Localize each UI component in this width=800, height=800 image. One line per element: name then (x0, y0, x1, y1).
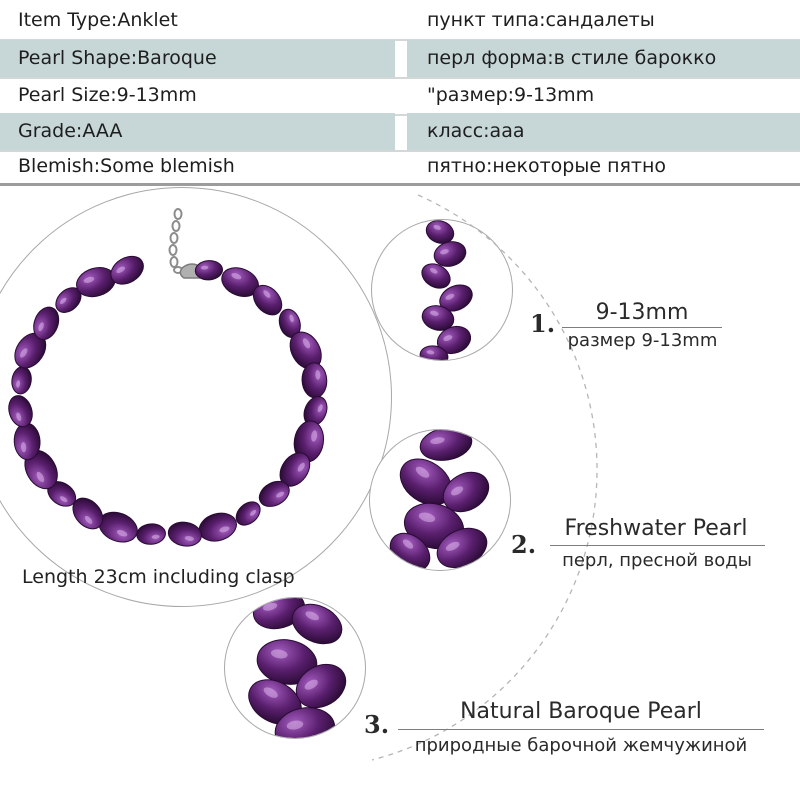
length-caption: Length 23cm including clasp (22, 566, 295, 588)
baroque-pearl-icon (433, 241, 467, 267)
feature-title: Natural Baroque Pearl (460, 699, 702, 724)
spec-pearl-size-ru: "размер:9-13mm (427, 84, 595, 106)
feature-divider (550, 545, 765, 546)
baroque-pearl-icon (274, 707, 336, 738)
spec-pearl-shape-ru: перл форма:в стиле барокко (407, 40, 800, 77)
feature-subtitle: природные барочной жемчужиной (414, 735, 748, 756)
spec-table: Item Type:Anklet пункт типа:сандалеты Pe… (0, 0, 800, 186)
spec-row-grade: Grade:AAA класс:aaa (0, 113, 800, 152)
baroque-pearl-icon (439, 284, 473, 312)
feature-subtitle: размер 9-13mm (567, 330, 718, 351)
row-divider (0, 114, 800, 116)
baroque-pearl-icon (258, 480, 290, 507)
feature-number: 3. (364, 710, 390, 739)
baroque-pearl-icon (110, 255, 144, 285)
spec-row-pearl-size: Pearl Size:9-13mm "размер:9-13mm (0, 77, 800, 116)
zoom-pearls-size (419, 220, 473, 360)
baroque-pearl-icon (235, 501, 261, 526)
baroque-pearl-icon (47, 481, 77, 507)
bracelet-pearls (8, 255, 328, 547)
row-divider (0, 150, 800, 152)
feature-divider (562, 327, 722, 328)
row-divider (0, 77, 800, 79)
baroque-pearl-icon (72, 497, 104, 530)
baroque-pearl-icon (291, 603, 343, 645)
baroque-pearl-icon (14, 332, 47, 369)
feature-title: 9-13mm (595, 300, 689, 325)
baroque-pearl-icon (421, 305, 455, 331)
feature-number: 2. (511, 530, 537, 559)
baroque-pearl-icon (194, 260, 223, 281)
baroque-pearl-icon (33, 306, 60, 340)
spec-pearl-shape-en: Pearl Shape:Baroque (0, 40, 395, 77)
feature-title: Freshwater Pearl (564, 516, 748, 541)
spec-pearl-size-en: Pearl Size:9-13mm (18, 84, 197, 106)
baroque-pearl-icon (8, 395, 33, 428)
baroque-pearl-icon (301, 362, 328, 399)
spec-item-type-en: Item Type:Anklet (18, 9, 178, 31)
spec-grade-en: Grade:AAA (0, 113, 395, 150)
baroque-pearl-icon (198, 512, 237, 542)
baroque-pearl-icon (11, 366, 32, 395)
zoom-pearls-baroque (248, 598, 347, 738)
table-bottom-rule (0, 183, 800, 186)
baroque-pearl-icon (55, 287, 82, 313)
feature-number: 1. (530, 309, 556, 338)
spec-row-pearl-shape: Pearl Shape:Baroque перл форма:в стиле б… (0, 40, 800, 79)
row-divider (0, 39, 800, 41)
spec-row-item-type: Item Type:Anklet пункт типа:сандалеты (0, 2, 800, 41)
spec-item-type-ru: пункт типа:сандалеты (427, 9, 655, 31)
feature-divider (398, 729, 764, 730)
dashed-guide-arc (371, 194, 598, 761)
baroque-pearl-icon (167, 521, 202, 547)
baroque-pearl-icon (421, 263, 451, 289)
spec-grade-ru: класс:aaa (407, 113, 800, 150)
feature-subtitle: перл, пресной воды (562, 550, 752, 571)
spec-blemish-ru: пятно:некоторые пятно (427, 155, 667, 177)
spec-row-blemish: Blemish:Some blemish пятно:некоторые пят… (0, 148, 800, 185)
baroque-pearl-icon (252, 284, 283, 316)
baroque-pearl-icon (436, 325, 472, 355)
baroque-pearl-icon (24, 449, 58, 490)
baroque-pearl-icon (295, 663, 347, 709)
baroque-pearl-icon (419, 430, 473, 461)
baroque-pearl-icon (419, 345, 449, 360)
zoom-pearls-freshwater (389, 430, 490, 570)
baroque-pearl-icon (442, 471, 490, 513)
baroque-pearl-icon (136, 523, 166, 545)
spec-blemish-en: Blemish:Some blemish (18, 155, 235, 177)
baroque-pearl-icon (425, 220, 455, 244)
